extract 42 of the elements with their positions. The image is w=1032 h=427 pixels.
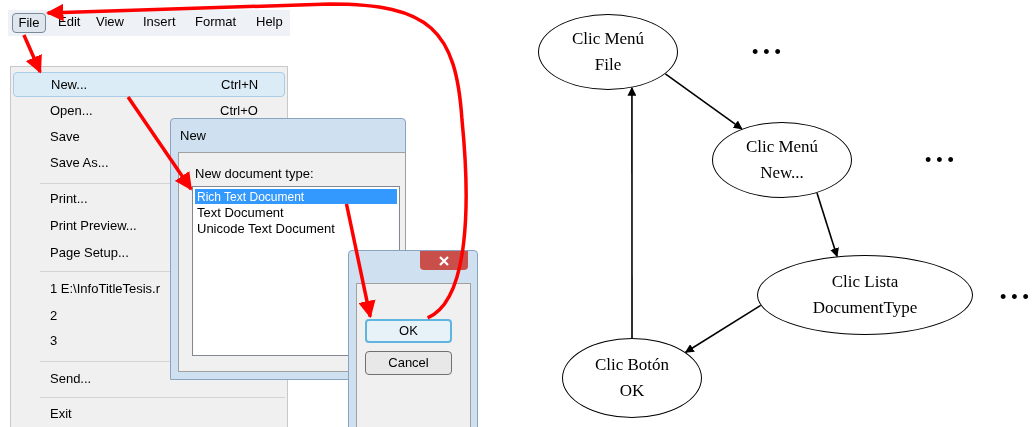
ellipsis-dots: • • • [752, 41, 781, 64]
list-item: Unicode Text Document [197, 221, 335, 237]
menu-item: Open... [50, 103, 93, 119]
selected-list-item: Rich Text Document [195, 189, 397, 204]
step-text: Clic Menú New... [744, 136, 820, 184]
menu-label: Help [256, 14, 283, 30]
step-text: Clic Botón OK [593, 354, 671, 402]
step-text: Clic Menú File [570, 28, 646, 76]
menu-item: Send... [50, 371, 92, 387]
menu-item: Page Setup... [50, 245, 129, 261]
menu-item: Save As... [50, 155, 109, 171]
arrow [664, 73, 743, 130]
menu-item: New... [51, 77, 88, 93]
arrow [344, 203, 376, 319]
menu-item: Print Preview... [50, 218, 137, 234]
ellipsis-dots: • • • [1000, 286, 1029, 309]
arrow [22, 34, 42, 74]
arrow [816, 192, 839, 258]
ellipsis-dots: • • • [925, 149, 954, 172]
arrow [45, 2, 468, 320]
file-menu-button: File [12, 13, 46, 33]
menu-item: Save [50, 129, 80, 145]
highlighted-menu-row [13, 72, 285, 97]
arrow [126, 96, 193, 191]
field-label: New document type: [195, 166, 314, 182]
menu-item: Exit [50, 406, 72, 422]
arrow [684, 304, 762, 354]
shortcut-text: Ctrl+O [220, 103, 258, 119]
menu-label: Insert [143, 14, 176, 30]
menu-item: 2 [50, 308, 58, 324]
menu-label: View [96, 14, 124, 30]
arrow [627, 86, 637, 339]
dialog-title: New [180, 128, 206, 144]
ok-button: OK [365, 319, 452, 343]
shortcut-text: Ctrl+N [221, 77, 259, 93]
menu-item: Print... [50, 191, 88, 207]
menu-label: Format [195, 14, 237, 30]
menu-item: 3 [50, 333, 58, 349]
menu-item: 1 E:\InfoTitleTesis.r [50, 281, 161, 297]
cancel-button: Cancel [365, 351, 452, 375]
step-text: Clic Lista DocumentType [811, 271, 919, 319]
list-item: Text Document [197, 205, 284, 221]
